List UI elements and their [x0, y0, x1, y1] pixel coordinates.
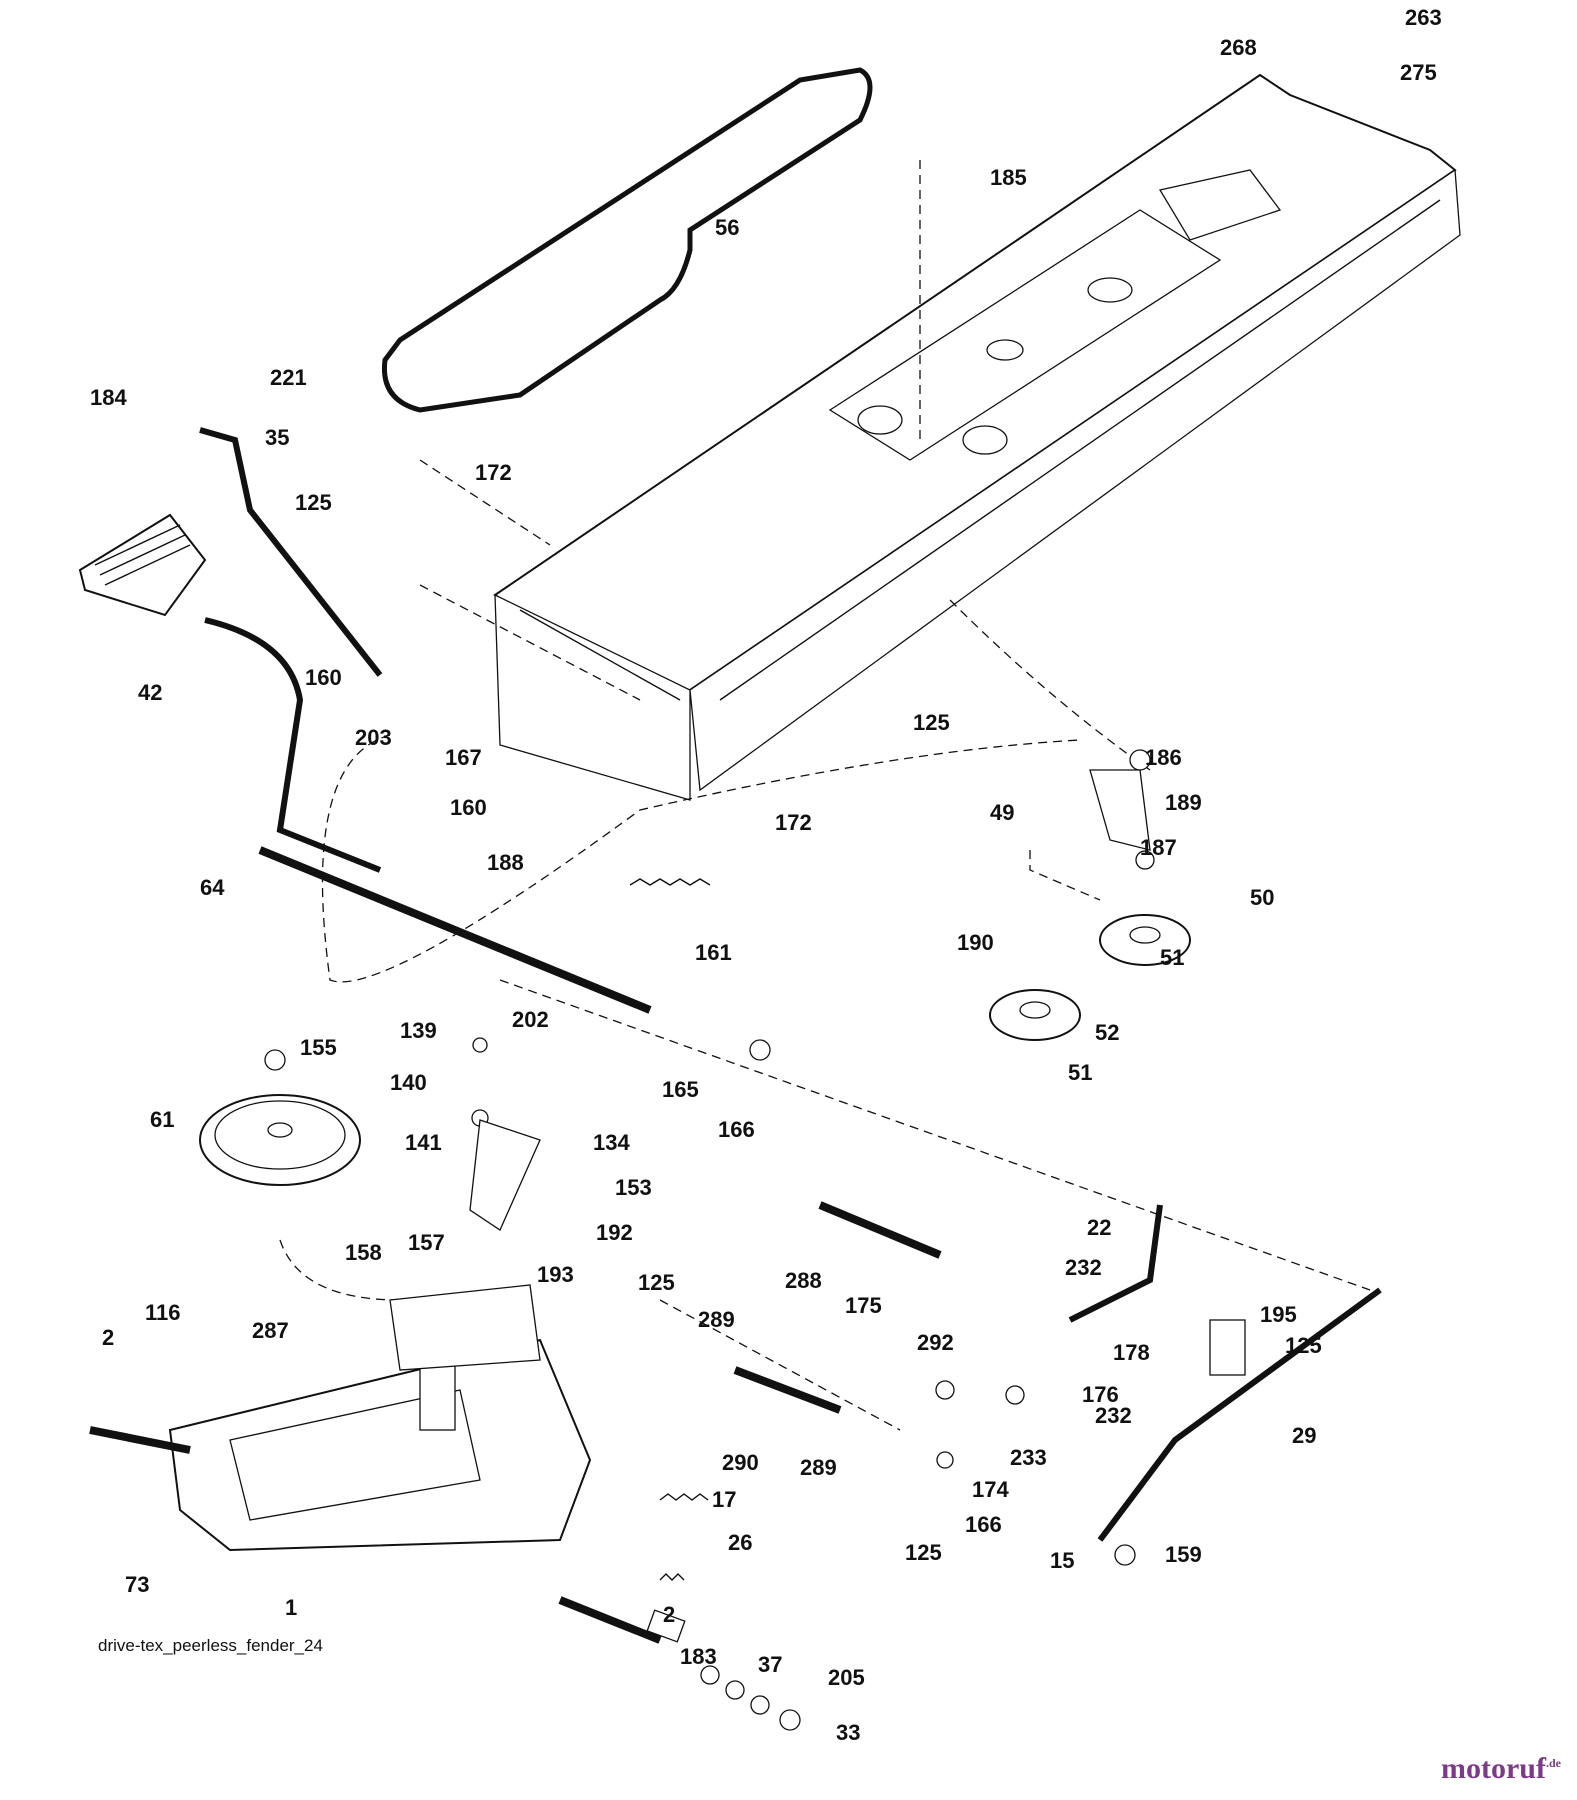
part-labels: 2632682751855622118435172125421602031671… [90, 5, 1442, 1745]
part-number-label: 172 [775, 810, 812, 835]
part-number-label: 289 [800, 1455, 837, 1480]
part-number-label: 116 [145, 1300, 181, 1325]
part-number-label: 22 [1087, 1215, 1111, 1240]
part-number-label: 166 [718, 1117, 755, 1142]
part-number-label: 159 [1165, 1542, 1202, 1567]
part-number-label: 174 [972, 1477, 1009, 1502]
part-number-label: 187 [1140, 835, 1177, 860]
part-number-label: 189 [1165, 790, 1202, 815]
part-number-label: 42 [138, 680, 162, 705]
part-number-label: 2 [663, 1602, 675, 1627]
part-number-label: 37 [758, 1652, 782, 1677]
transmission-pulley-61 [199, 1094, 361, 1186]
idler-pulley-52 [989, 989, 1081, 1041]
part-number-label: 125 [913, 710, 950, 735]
part-number-label: 165 [662, 1077, 699, 1102]
part-number-label: 233 [1010, 1445, 1047, 1470]
part-number-label: 202 [512, 1007, 549, 1032]
part-number-label: 157 [408, 1230, 445, 1255]
brand-logo: motoruf.de [1441, 1752, 1561, 1786]
part-number-label: 167 [445, 745, 482, 770]
part-number-label: 289 [698, 1307, 735, 1332]
part-number-label: 287 [252, 1318, 289, 1343]
part-number-label: 175 [845, 1293, 882, 1318]
part-number-label: 17 [712, 1487, 736, 1512]
pedal-pad [78, 513, 207, 617]
part-number-label: 35 [265, 425, 289, 450]
part-number-label: 125 [295, 490, 332, 515]
part-number-label: 125 [905, 1540, 942, 1565]
part-number-label: 29 [1292, 1423, 1316, 1448]
part-number-label: 176 [1082, 1382, 1119, 1407]
part-number-label: 288 [785, 1268, 822, 1293]
part-number-label: 141 [405, 1130, 442, 1155]
part-number-label: 205 [828, 1665, 865, 1690]
part-number-label: 290 [722, 1450, 759, 1475]
part-number-label: 195 [1260, 1302, 1297, 1327]
chassis-frame [493, 73, 1461, 801]
part-number-label: 221 [270, 365, 307, 390]
brand-name: motoruf [1441, 1752, 1546, 1785]
part-number-label: 263 [1405, 5, 1442, 30]
part-number-label: 203 [355, 725, 392, 750]
part-number-label: 158 [345, 1240, 382, 1265]
part-number-label: 26 [728, 1530, 752, 1555]
part-number-label: 184 [90, 385, 127, 410]
part-number-label: 2 [102, 1325, 114, 1350]
part-number-label: 160 [305, 665, 342, 690]
part-number-label: 1 [285, 1595, 297, 1620]
belt [381, 67, 873, 413]
part-number-label: 51 [1068, 1060, 1092, 1085]
part-number-label: 178 [1113, 1340, 1150, 1365]
part-number-label: 73 [125, 1572, 149, 1597]
part-number-label: 232 [1095, 1403, 1132, 1428]
part-number-label: 183 [680, 1644, 717, 1669]
part-number-label: 134 [593, 1130, 630, 1155]
part-number-label: 190 [957, 930, 994, 955]
part-number-label: 172 [475, 460, 512, 485]
part-number-label: 186 [1145, 745, 1182, 770]
part-number-label: 52 [1095, 1020, 1119, 1045]
part-number-label: 50 [1250, 885, 1274, 910]
part-number-label: 155 [300, 1035, 337, 1060]
diagram-caption: drive-tex_peerless_fender_24 [98, 1636, 323, 1655]
part-number-label: 49 [990, 800, 1014, 825]
part-number-label: 15 [1050, 1548, 1074, 1573]
brand-suffix: .de [1546, 1756, 1561, 1770]
part-number-label: 51 [1160, 945, 1184, 970]
part-number-label: 160 [450, 795, 487, 820]
part-number-label: 193 [537, 1262, 574, 1287]
part-number-label: 268 [1220, 35, 1257, 60]
part-number-label: 153 [615, 1175, 652, 1200]
part-number-label: 64 [200, 875, 225, 900]
part-number-label: 61 [150, 1107, 174, 1132]
part-number-label: 139 [400, 1018, 437, 1043]
part-number-label: 125 [638, 1270, 675, 1295]
part-number-label: 140 [390, 1070, 427, 1095]
part-number-label: 188 [487, 850, 524, 875]
part-number-label: 166 [965, 1512, 1002, 1537]
part-number-label: 232 [1065, 1255, 1102, 1280]
part-number-label: 125 [1285, 1333, 1322, 1358]
part-number-label: 33 [836, 1720, 860, 1745]
idler-pulley-50 [1099, 914, 1191, 966]
transaxle [89, 1338, 662, 1644]
part-number-label: 292 [917, 1330, 954, 1355]
part-number-label: 56 [715, 215, 739, 240]
part-number-label: 192 [596, 1220, 633, 1245]
part-number-label: 275 [1400, 60, 1437, 85]
part-number-label: 185 [990, 165, 1027, 190]
diagram-artwork [78, 67, 1461, 1731]
part-number-label: 161 [695, 940, 732, 965]
